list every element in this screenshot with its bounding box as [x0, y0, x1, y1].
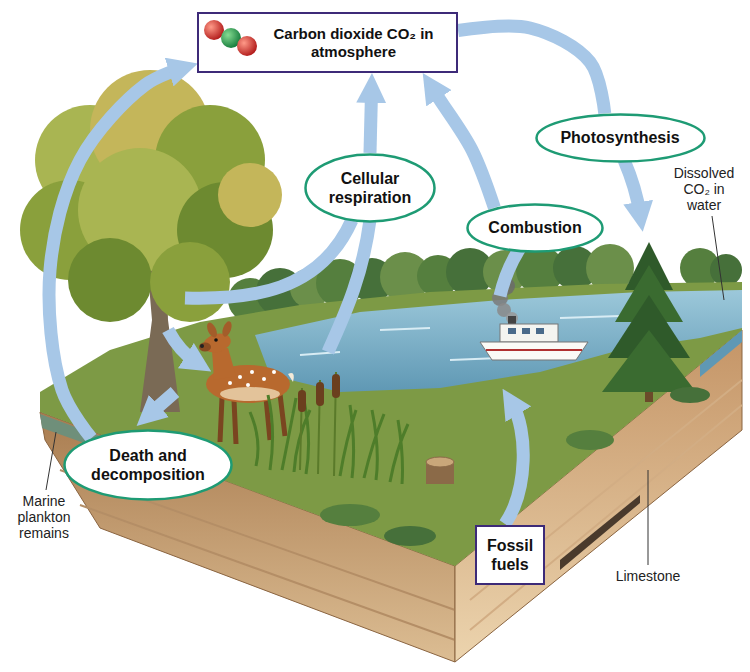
- cycle-arrow: [432, 88, 494, 208]
- deer: [221, 320, 234, 338]
- co2-molecule: [204, 20, 257, 56]
- grass-and-cattails: [298, 390, 306, 412]
- grass-and-cattails: [250, 395, 408, 484]
- leader-line: [648, 470, 649, 565]
- co2-molecule: [237, 36, 257, 56]
- deer: [246, 383, 250, 387]
- flow-arrows: [185, 220, 352, 298]
- callout-label: Limestone: [612, 568, 684, 584]
- soil-right-face: [560, 495, 640, 570]
- flow-arrows: [150, 392, 175, 414]
- deer: [220, 387, 280, 401]
- ellipse-outline: [468, 205, 603, 252]
- flow-arrows: [505, 404, 523, 524]
- callout-label: Marine plankton remains: [8, 493, 80, 541]
- grass-and-cattails: [384, 526, 436, 546]
- pine-tree: [602, 242, 696, 402]
- grass-and-cattails: [332, 374, 340, 398]
- deer: [238, 375, 242, 379]
- boat: [500, 324, 558, 342]
- deer: [272, 370, 276, 374]
- text-wrap: Death and decomposition: [90, 446, 206, 484]
- leader-line: [46, 216, 724, 565]
- deer: [199, 320, 294, 444]
- cycle-arrow: [370, 91, 372, 153]
- deer: [250, 370, 254, 374]
- grass-and-cattails: [670, 387, 710, 403]
- node-text: Combustion: [488, 219, 581, 236]
- grass-and-cattails: [320, 504, 380, 526]
- node-text: Fossil fuels: [487, 537, 533, 573]
- node-text: Cellular respiration: [329, 170, 412, 206]
- text-wrap: Photosynthesis: [559, 128, 681, 147]
- leader-line: [46, 432, 56, 490]
- grass-and-cattails: [250, 372, 710, 546]
- deer: [199, 343, 211, 352]
- pine-tree: [602, 330, 696, 392]
- boat: [536, 328, 544, 334]
- atmosphere-box: Carbon dioxide CO₂ in atmosphere: [197, 12, 458, 73]
- grass-and-cattails: [566, 430, 614, 450]
- flow-arrows: [624, 160, 640, 214]
- ellipse-outline: [306, 155, 435, 222]
- process-ellipse: Combustion: [466, 203, 604, 253]
- text-wrap: Cellular respiration: [328, 169, 413, 207]
- process-ellipse: Cellular respiration: [304, 153, 436, 223]
- deciduous-tree: [150, 242, 230, 322]
- node-text: Photosynthesis: [560, 129, 679, 146]
- stump: [426, 457, 454, 467]
- deer: [200, 344, 204, 348]
- flow-arrows: [328, 220, 370, 352]
- deciduous-tree: [218, 163, 282, 227]
- text-wrap: Carbon dioxide CO₂ in atmosphere: [272, 25, 435, 61]
- stump: [426, 457, 454, 484]
- deer: [212, 348, 236, 380]
- ground-surface: [40, 282, 742, 566]
- text-wrap: Fossil fuels: [486, 536, 535, 574]
- ellipse-outline: [304, 153, 436, 223]
- deer: [205, 321, 219, 339]
- deciduous-tree: [68, 238, 152, 322]
- deer: [288, 373, 294, 382]
- ellipse-outline: [63, 429, 233, 501]
- cycle-arrow: [458, 26, 605, 113]
- flow-arrows: [168, 330, 196, 362]
- deer: [214, 338, 218, 342]
- boat: [508, 328, 516, 334]
- node-text: Death and decomposition: [91, 447, 205, 483]
- leader-line: [712, 216, 724, 300]
- callout-label: Dissolved CO₂ in water: [668, 165, 740, 213]
- lake: [300, 316, 620, 360]
- flow-arrows: [500, 248, 520, 296]
- co2-molecule: [204, 20, 224, 40]
- process-ellipse: Death and decomposition: [63, 429, 233, 501]
- grass-and-cattails: [300, 372, 336, 476]
- boat: [486, 349, 582, 351]
- grass-and-cattails: [316, 382, 324, 406]
- ellipse-outline: [65, 431, 232, 500]
- deer: [228, 381, 232, 385]
- background-treeline: [710, 254, 742, 286]
- deer: [262, 377, 266, 381]
- ellipse-outline: [536, 115, 704, 162]
- cycle-arrow: [49, 69, 181, 439]
- text-wrap: Combustion: [487, 218, 583, 237]
- ground-surface: [40, 282, 742, 566]
- reservoir-box: Fossil fuels: [475, 525, 545, 585]
- boat: [522, 328, 530, 334]
- process-ellipse: Photosynthesis: [535, 113, 706, 163]
- node-text: Carbon dioxide CO₂ in atmosphere: [273, 25, 433, 60]
- boat: [480, 342, 588, 360]
